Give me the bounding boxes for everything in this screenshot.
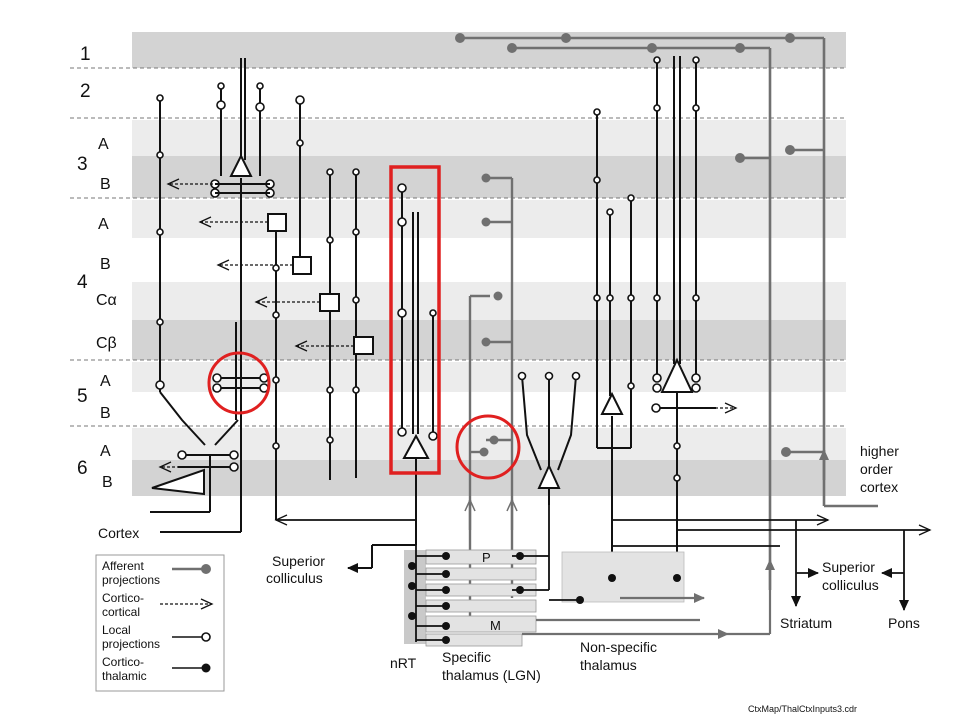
legend-afferent-line1: Afferent <box>102 559 144 573</box>
pons-label: Pons <box>888 615 920 631</box>
thalamocortical-gray-paths <box>522 559 775 639</box>
layer6-ct-soma <box>402 433 430 459</box>
layer6-ct-boutons <box>397 183 438 441</box>
legend-ct-line1: Cortico- <box>102 655 144 669</box>
layer4-boutons <box>272 95 360 450</box>
subcortical-outputs <box>274 514 932 611</box>
sublayer-label-3b: B <box>100 176 111 193</box>
sublayer-label-5a: A <box>100 373 111 390</box>
nrt-label: nRT <box>390 655 417 671</box>
layer6-local-neuron <box>150 98 239 513</box>
layer-label-5: 5 <box>77 386 88 407</box>
layer5-soma-small <box>600 391 624 415</box>
legend: Afferent projections Cortico- cortical L… <box>95 554 225 692</box>
layer1-nonspecific-afferents <box>460 36 878 590</box>
highlight-circle-layer5 <box>207 351 271 415</box>
cortex-label: Cortex <box>98 525 139 541</box>
superior-colliculus-right-line1: Superior <box>822 559 875 575</box>
corticothalamic-terminals <box>408 552 681 644</box>
output-labels: Cortex Superior colliculus higher order … <box>98 443 920 714</box>
sublayer-label-6a: A <box>100 443 111 460</box>
highlight-circle-afferents <box>455 414 521 480</box>
highlight-box-layer6 <box>389 165 441 475</box>
layer-label-4: 4 <box>77 272 88 293</box>
legend-ct-line2: thalamic <box>102 669 147 683</box>
specific-thalamus-line1: Specific <box>442 649 491 665</box>
sublayer-label-4b: B <box>100 256 111 273</box>
layer6-small-soma <box>537 463 561 489</box>
nonspecific-thalamus-line2: thalamus <box>580 657 637 673</box>
layer6-pyramid-cell <box>151 450 239 496</box>
lgn-m-label: M <box>490 618 501 633</box>
layer-label-6: 6 <box>77 458 88 479</box>
layer6-small-pyramid <box>521 375 577 505</box>
layer4-projection-cells <box>275 100 357 520</box>
legend-cc-line2: cortical <box>102 605 140 619</box>
sublayer-label-3a: A <box>98 136 109 153</box>
layer23-soma <box>229 153 253 177</box>
sublayer-label-5b: B <box>100 405 111 422</box>
layer-label-3: 3 <box>77 154 88 175</box>
layer-label-1: 1 <box>80 44 91 65</box>
legend-cc-line1: Cortico- <box>102 591 144 605</box>
band-layer-6a <box>132 428 846 460</box>
sublayer-label-4cb: Cβ <box>96 335 117 352</box>
layer4-square-somata <box>267 213 374 355</box>
afferent-terminals-specific <box>479 173 503 457</box>
cortico-cortical-arrows-l4 <box>198 216 354 352</box>
afferent-terminals-nonspecific <box>455 33 795 457</box>
lgn-p-label: P <box>482 550 491 565</box>
legend-local-line2: projections <box>102 637 160 651</box>
superior-colliculus-right-line2: colliculus <box>822 577 879 593</box>
band-layer-3a <box>132 120 846 156</box>
superior-colliculus-left-line1: Superior <box>272 553 325 569</box>
sublayer-label-4ca: Cα <box>96 292 117 309</box>
nonspecific-thalamus-line1: Non-specific <box>580 639 657 655</box>
layer5-large-soma <box>660 357 694 393</box>
legend-local-line1: Local <box>102 623 131 637</box>
layer-labels: 1 2 3 A B 4 A B Cα Cβ 5 A B 6 A B <box>77 44 117 491</box>
higher-order-cortex-line2: order <box>860 461 893 477</box>
layer-bands <box>70 32 846 496</box>
legend-afferent-line2: projections <box>102 573 160 587</box>
sublayer-label-6b: B <box>102 474 113 491</box>
layer-label-2: 2 <box>80 81 91 102</box>
file-credit: CtxMap/ThalCtxInputs3.cdr <box>748 704 857 714</box>
layer23-horizontal-axons <box>215 183 270 194</box>
sublayer-label-4a: A <box>98 216 109 233</box>
higher-order-cortex-line1: higher <box>860 443 899 459</box>
specific-thalamus-line2: thalamus (LGN) <box>442 667 541 683</box>
local-projection-boutons-left <box>155 94 165 390</box>
superior-colliculus-left-line2: colliculus <box>266 570 323 586</box>
thalamus-region: P M <box>404 549 685 647</box>
striatum-label: Striatum <box>780 615 832 631</box>
layer5-local-connection <box>207 351 271 415</box>
higher-order-cortex-line3: cortex <box>860 479 898 495</box>
nonspecific-thalamus-box <box>561 551 685 603</box>
band-layer-4ca <box>132 282 846 320</box>
